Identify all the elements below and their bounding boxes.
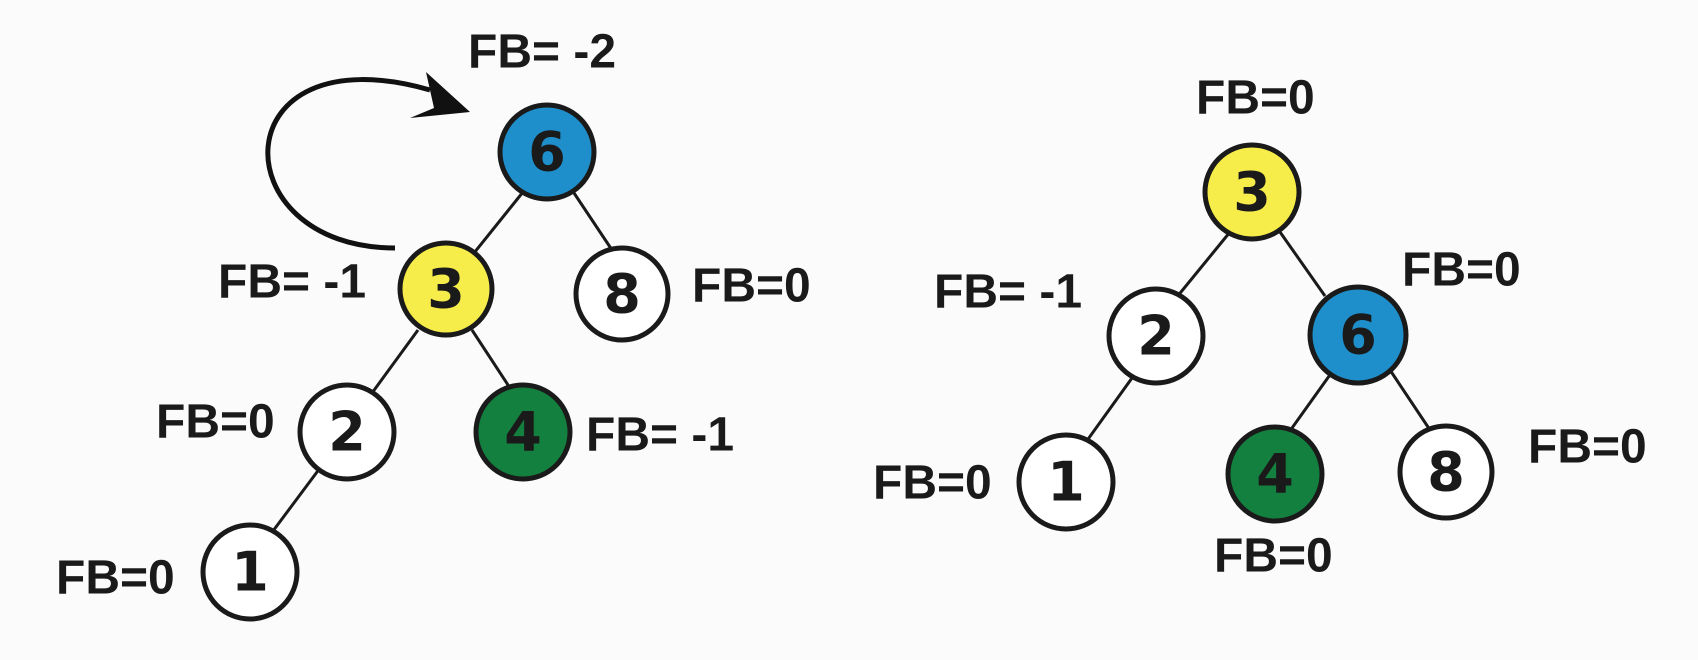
edge-6-3 bbox=[468, 191, 525, 259]
node-value: 8 bbox=[603, 263, 641, 326]
node-8: 8 bbox=[573, 245, 671, 343]
tree-after-rotation: 3 FB=0 2 FB= -1 6 FB=0 1 FB=0 4 FB=0 8 F… bbox=[873, 72, 1647, 583]
balance-factor-label: FB=0 bbox=[692, 260, 811, 313]
balance-factor-label: FB=0 bbox=[1196, 72, 1315, 125]
edge-6-8 bbox=[1388, 369, 1432, 431]
balance-factor-label: FB=0 bbox=[1402, 244, 1521, 297]
edge-6-4 bbox=[1290, 371, 1334, 429]
node-2: 2 bbox=[297, 382, 397, 482]
balance-factor-label: FB=0 bbox=[156, 396, 275, 449]
node-value: 1 bbox=[1047, 451, 1085, 514]
node-value: 3 bbox=[1233, 161, 1271, 224]
balance-factor-label: FB=0 bbox=[1528, 421, 1647, 474]
node-value: 3 bbox=[427, 258, 465, 321]
rotation-arrow bbox=[265, 72, 470, 251]
node-2: 2 bbox=[1106, 286, 1206, 386]
edge-3-2 bbox=[370, 329, 420, 394]
node-value: 8 bbox=[1427, 441, 1465, 504]
node-value: 6 bbox=[528, 121, 566, 184]
balance-factor-label: FB= -1 bbox=[586, 409, 734, 462]
node-1: 1 bbox=[200, 522, 300, 622]
node-3: 3 bbox=[397, 240, 495, 338]
node-circle bbox=[473, 382, 573, 482]
edge-6-8 bbox=[570, 189, 614, 251]
node-4: 4 bbox=[473, 382, 573, 482]
node-value: 6 bbox=[1339, 304, 1377, 367]
node-value: 1 bbox=[231, 541, 269, 604]
node-circle bbox=[1202, 142, 1302, 242]
edge-3-2 bbox=[1170, 231, 1232, 304]
edge-3-4 bbox=[470, 329, 512, 389]
node-4: 4 bbox=[1225, 424, 1325, 524]
tree-before-rotation: 6 FB= -2 3 FB= -1 8 FB=0 2 FB=0 4 FB= -1… bbox=[56, 26, 811, 622]
node-3: 3 bbox=[1202, 142, 1302, 242]
balance-factor-label: FB= -1 bbox=[934, 266, 1082, 319]
node-circle bbox=[497, 102, 597, 202]
node-6: 6 bbox=[497, 102, 597, 202]
node-value: 4 bbox=[1256, 443, 1294, 506]
node-circle bbox=[1397, 423, 1495, 521]
balance-factor-label: FB= -1 bbox=[218, 256, 366, 309]
node-6: 6 bbox=[1307, 284, 1409, 386]
node-value: 2 bbox=[328, 401, 366, 464]
balance-factor-label: FB=0 bbox=[56, 552, 175, 605]
node-1: 1 bbox=[1016, 432, 1116, 532]
node-circle bbox=[1106, 286, 1206, 386]
node-circle bbox=[1225, 424, 1325, 524]
arrowhead-icon bbox=[410, 72, 470, 118]
balance-factor-label: FB=0 bbox=[1214, 530, 1333, 583]
node-value: 4 bbox=[504, 401, 542, 464]
node-circle bbox=[1307, 284, 1409, 386]
edge-3-6 bbox=[1278, 231, 1327, 297]
balance-factor-label: FB=0 bbox=[873, 457, 992, 510]
balance-factor-label: FB= -2 bbox=[468, 26, 616, 79]
node-8: 8 bbox=[1397, 423, 1495, 521]
node-value: 2 bbox=[1137, 305, 1175, 368]
node-circle bbox=[297, 382, 397, 482]
edge-2-1 bbox=[1084, 377, 1134, 443]
node-circle bbox=[200, 522, 300, 622]
node-circle bbox=[397, 240, 495, 338]
node-circle bbox=[573, 245, 671, 343]
edge-2-1 bbox=[268, 467, 322, 536]
node-circle bbox=[1016, 432, 1116, 532]
